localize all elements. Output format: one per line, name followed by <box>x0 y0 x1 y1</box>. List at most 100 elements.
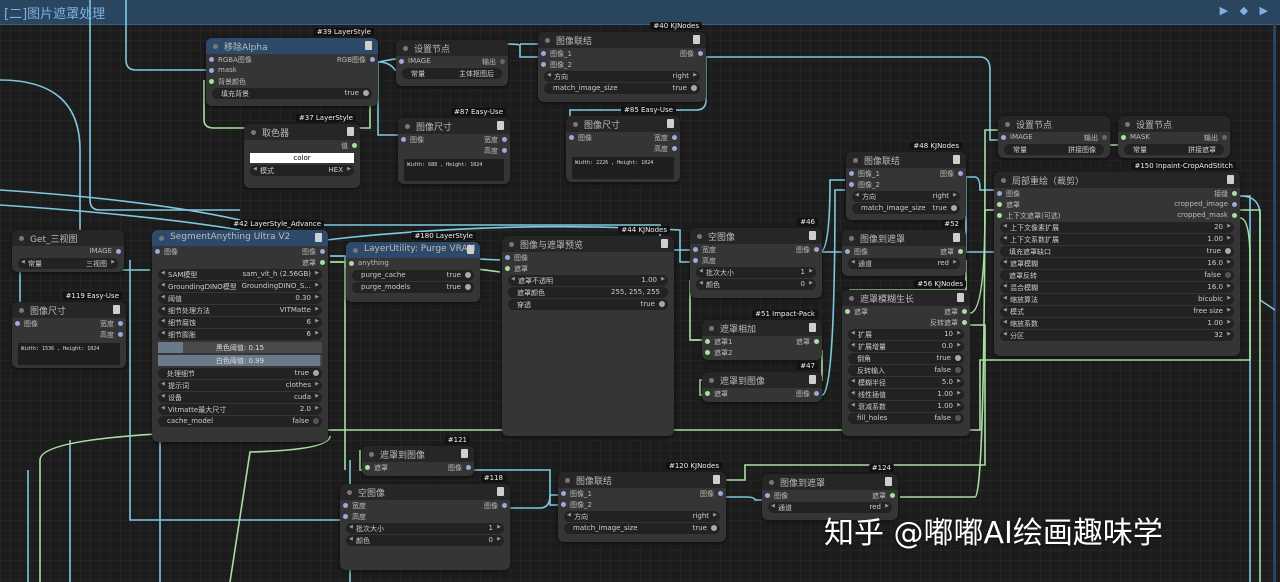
file-icon[interactable] <box>347 127 354 136</box>
collapse-dot-icon[interactable] <box>1001 178 1006 183</box>
collapse-dot-icon[interactable] <box>403 46 408 51</box>
collapse-dot-icon[interactable] <box>347 490 352 495</box>
file-icon[interactable] <box>315 233 322 242</box>
input-slot-dot[interactable] <box>765 493 770 498</box>
group-tools-icons[interactable]: ▶ ◆ ▶ <box>1219 4 1272 17</box>
input-slot-dot[interactable] <box>1001 135 1006 140</box>
output-slot-dot[interactable] <box>814 247 819 252</box>
input-slot-dot[interactable] <box>561 491 566 496</box>
collapse-dot-icon[interactable] <box>709 378 714 383</box>
file-icon[interactable] <box>1227 175 1234 184</box>
input-slot-dot[interactable] <box>15 321 20 326</box>
output-slot-dot[interactable] <box>672 135 677 140</box>
collapse-dot-icon[interactable] <box>849 236 854 241</box>
output-slot-dot[interactable] <box>890 493 895 498</box>
file-icon[interactable] <box>885 477 892 486</box>
color-swatch[interactable]: color <box>250 153 354 163</box>
collapse-dot-icon[interactable] <box>353 248 358 253</box>
input-slot-dot[interactable] <box>705 339 710 344</box>
file-icon[interactable] <box>661 239 668 248</box>
node-mask-to-image[interactable]: #47 遮罩到图像 遮罩图像 <box>702 362 822 402</box>
collapse-dot-icon[interactable] <box>1005 122 1010 127</box>
file-icon[interactable] <box>953 233 960 242</box>
collapse-dot-icon[interactable] <box>697 234 702 239</box>
text-widget[interactable]: 常量拼接图像 <box>1004 144 1104 155</box>
file-icon[interactable] <box>809 375 816 384</box>
input-slot-dot[interactable] <box>569 135 574 140</box>
number-widget[interactable]: 颜色0 <box>346 535 504 546</box>
output-slot-dot[interactable] <box>958 171 963 176</box>
input-slot-dot[interactable] <box>209 57 214 62</box>
input-slot-dot[interactable] <box>349 261 354 266</box>
file-icon[interactable] <box>957 293 964 302</box>
collapse-dot-icon[interactable] <box>159 236 164 241</box>
output-slot-dot[interactable] <box>698 51 703 56</box>
output-slot-dot[interactable] <box>466 465 471 470</box>
white-threshold-slider[interactable]: 白色阈值: 0.99 <box>158 355 322 366</box>
output-slot-dot[interactable] <box>672 146 677 151</box>
file-icon[interactable] <box>497 487 504 496</box>
node-purge-vram[interactable]: #180 LayerStyle LayerUtility: Purge VRAM… <box>346 232 480 302</box>
input-slot-dot[interactable] <box>209 79 214 84</box>
output-slot-dot[interactable] <box>814 339 819 344</box>
input-slot-dot[interactable] <box>541 51 546 56</box>
collapse-dot-icon[interactable] <box>509 242 514 247</box>
text-widget[interactable]: 常量主体抠图后 <box>402 68 502 79</box>
output-slot-dot[interactable] <box>320 260 325 265</box>
collapse-dot-icon[interactable] <box>19 308 24 313</box>
input-slot-dot[interactable] <box>705 391 710 396</box>
file-icon[interactable] <box>497 121 504 130</box>
input-slot-dot[interactable] <box>997 213 1002 218</box>
output-slot-dot[interactable] <box>958 249 963 254</box>
input-slot-dot[interactable] <box>997 202 1002 207</box>
input-slot-dot[interactable] <box>845 249 850 254</box>
collapse-dot-icon[interactable] <box>565 478 570 483</box>
output-slot-dot[interactable] <box>1232 202 1237 207</box>
input-slot-dot[interactable] <box>209 68 214 73</box>
output-slot-dot[interactable] <box>502 148 507 153</box>
collapse-dot-icon[interactable] <box>405 124 410 129</box>
output-slot-dot[interactable] <box>962 309 967 314</box>
input-slot-dot[interactable] <box>365 465 370 470</box>
collapse-dot-icon[interactable] <box>709 326 714 331</box>
input-slot-dot[interactable] <box>845 309 850 314</box>
file-icon[interactable] <box>809 323 816 332</box>
output-slot-dot[interactable] <box>962 320 967 325</box>
value-widget[interactable]: 阈值0.30 <box>158 293 322 304</box>
collapse-dot-icon[interactable] <box>1125 122 1130 127</box>
